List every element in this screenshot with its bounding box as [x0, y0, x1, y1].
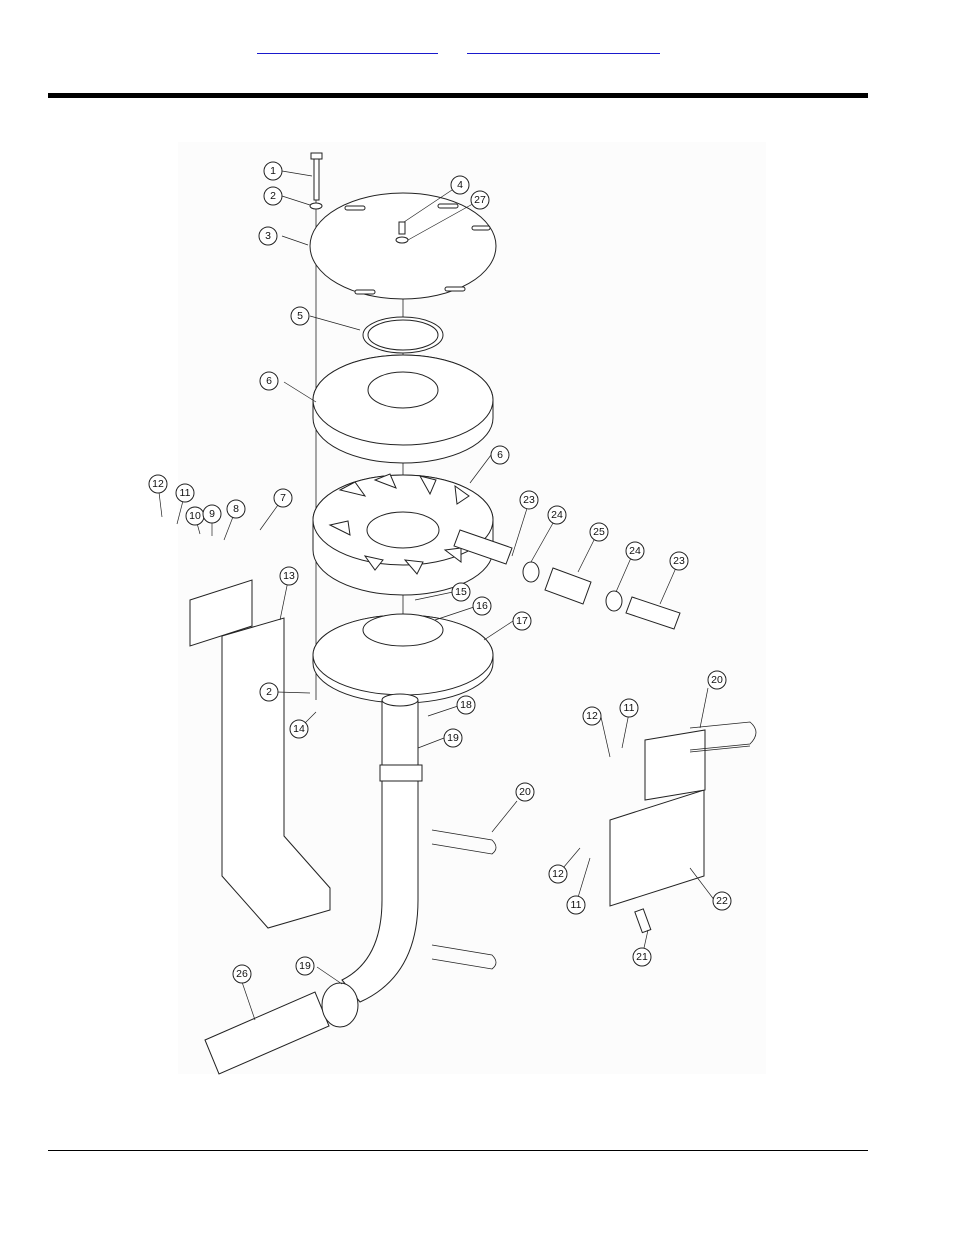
callout-8: 8	[227, 500, 245, 518]
callout-9: 9	[203, 505, 221, 523]
callout-7: 7	[274, 489, 292, 507]
svg-text:2: 2	[266, 686, 272, 698]
ubolt-part-20-lower	[432, 945, 496, 969]
callout-12-right-lower: 12	[549, 865, 567, 883]
bolt-part-4	[399, 222, 405, 234]
callout-24-right: 24	[626, 542, 644, 560]
svg-text:26: 26	[236, 968, 248, 980]
svg-text:19: 19	[299, 960, 311, 972]
callout-14: 14	[290, 720, 308, 738]
svg-text:19: 19	[447, 732, 459, 744]
svg-text:23: 23	[673, 555, 685, 567]
flange-part-16	[363, 614, 443, 646]
svg-text:12: 12	[152, 478, 164, 490]
bracket-part-22	[610, 790, 704, 906]
callout-19-lower: 19	[296, 957, 314, 975]
svg-text:12: 12	[552, 868, 564, 880]
callout-16: 16	[473, 597, 491, 615]
svg-text:21: 21	[636, 951, 648, 963]
callout-24-left: 24	[548, 506, 566, 524]
svg-text:11: 11	[180, 487, 191, 499]
svg-text:8: 8	[233, 503, 239, 515]
svg-text:20: 20	[711, 674, 723, 686]
callout-17: 17	[513, 612, 531, 630]
svg-text:27: 27	[474, 194, 486, 206]
callout-2: 2	[264, 187, 282, 205]
svg-text:6: 6	[266, 375, 272, 387]
callout-23-left: 23	[520, 491, 538, 509]
bolt-part-21	[635, 909, 651, 933]
svg-text:5: 5	[297, 310, 303, 322]
washer-part-27	[396, 237, 408, 243]
callout-22: 22	[713, 892, 731, 910]
svg-text:17: 17	[516, 615, 528, 627]
callout-11-left: 11	[176, 484, 194, 502]
svg-text:6: 6	[497, 449, 503, 461]
svg-text:13: 13	[283, 570, 295, 582]
callout-13: 13	[280, 567, 298, 585]
svg-text:24: 24	[551, 509, 563, 521]
callout-11-right-lower: 11	[567, 896, 585, 914]
top-disc-part-3	[310, 193, 496, 299]
callout-6-upper: 6	[260, 372, 278, 390]
tube-part-19	[342, 700, 418, 1002]
callout-26: 26	[233, 965, 251, 983]
coupler-part-25	[545, 568, 591, 604]
svg-text:25: 25	[593, 526, 605, 538]
svg-text:4: 4	[457, 179, 463, 191]
svg-text:12: 12	[586, 710, 598, 722]
callout-20-right: 20	[708, 671, 726, 689]
svg-text:9: 9	[209, 508, 215, 520]
hose-part-26	[205, 992, 329, 1074]
svg-text:11: 11	[624, 702, 635, 714]
callout-12-left: 12	[149, 475, 167, 493]
svg-text:20: 20	[519, 786, 531, 798]
svg-text:14: 14	[293, 723, 305, 735]
ubolt-part-20-upper	[432, 830, 496, 854]
svg-text:18: 18	[460, 699, 472, 711]
svg-text:24: 24	[629, 545, 641, 557]
callout-27: 27	[471, 191, 489, 209]
callout-2-lower: 2	[260, 683, 278, 701]
svg-text:1: 1	[270, 165, 276, 177]
callout-25: 25	[590, 523, 608, 541]
svg-text:16: 16	[476, 600, 488, 612]
callout-20-middle: 20	[516, 783, 534, 801]
svg-text:3: 3	[265, 230, 271, 242]
washer-part-2	[310, 203, 322, 209]
svg-text:15: 15	[455, 586, 467, 598]
svg-text:11: 11	[571, 899, 582, 911]
clamp-part-24-left	[523, 562, 539, 582]
callout-5: 5	[291, 307, 309, 325]
callout-12-right-upper: 12	[583, 707, 601, 725]
clamp-part-19-lower	[322, 983, 358, 1027]
clamp-part-24-right	[606, 591, 622, 611]
callout-15: 15	[452, 583, 470, 601]
callout-21: 21	[633, 948, 651, 966]
bolt-part-1	[314, 158, 319, 200]
callout-10: 10	[186, 507, 204, 525]
callout-11-right-upper: 11	[620, 699, 638, 717]
callout-4: 4	[451, 176, 469, 194]
callout-6-lower: 6	[491, 446, 509, 464]
callout-19-upper: 19	[444, 729, 462, 747]
callout-3: 3	[259, 227, 277, 245]
svg-text:7: 7	[280, 492, 286, 504]
callout-18: 18	[457, 696, 475, 714]
svg-text:22: 22	[716, 895, 728, 907]
hose-part-23-right	[626, 597, 680, 629]
callout-23-right: 23	[670, 552, 688, 570]
svg-text:23: 23	[523, 494, 535, 506]
callout-1: 1	[264, 162, 282, 180]
svg-text:10: 10	[189, 510, 201, 522]
svg-text:2: 2	[270, 190, 276, 202]
footer-rule	[48, 1150, 868, 1151]
